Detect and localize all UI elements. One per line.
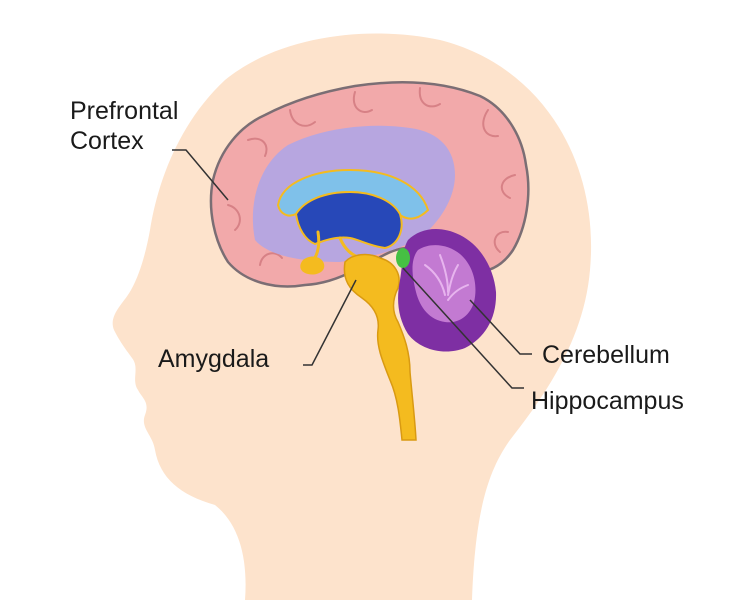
- leader-lines: [172, 149, 532, 389]
- brainstem: [343, 253, 417, 441]
- prefrontal-label-line2: Cortex: [70, 127, 144, 155]
- cerebellum-branches: [424, 254, 469, 301]
- cerebellum-leader-line: [469, 299, 532, 355]
- hippocampus: [396, 248, 410, 268]
- hippocampus-label: Hippocampus: [531, 387, 684, 415]
- amygdala-leader-line: [303, 279, 357, 366]
- thalamus: [300, 256, 325, 275]
- prefrontal-leader-line: [172, 149, 229, 201]
- prefrontal-cortex-label: Prefrontal Cortex: [70, 96, 178, 156]
- cerebellum-folia: [412, 245, 476, 323]
- cerebellum-label: Cerebellum: [542, 341, 670, 369]
- cortex-folds: [227, 87, 516, 266]
- prefrontal-label-line1: Prefrontal: [70, 97, 179, 125]
- amygdala-label: Amygdala: [158, 345, 270, 373]
- hippocampus-leader-line: [402, 267, 524, 389]
- ventricle: [294, 190, 403, 250]
